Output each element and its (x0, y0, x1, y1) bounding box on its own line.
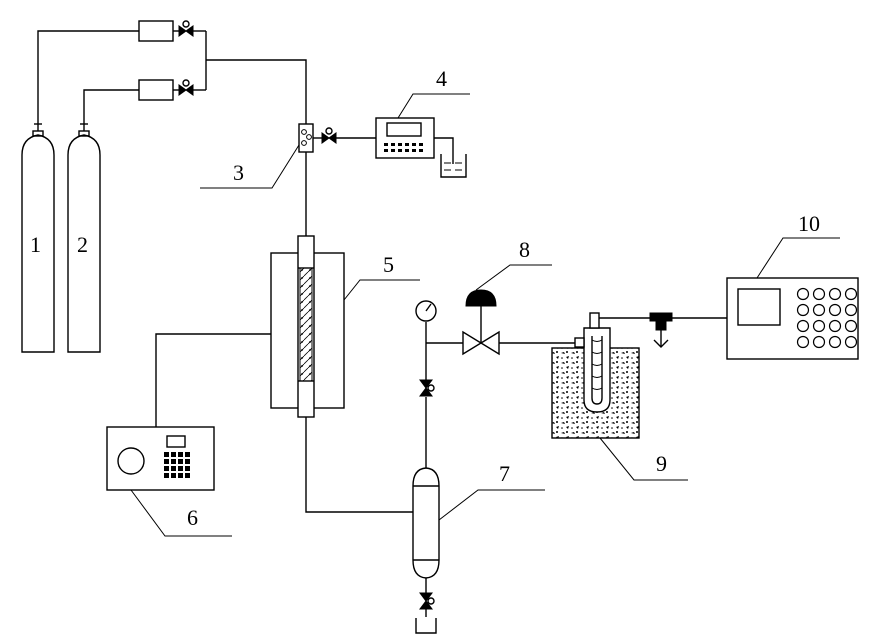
mixer-leader-line (200, 144, 300, 189)
mixer-label: 3 (233, 160, 244, 185)
merged-gas-line (205, 31, 307, 124)
gas-liquid-separator (412, 467, 440, 579)
separator-leader-line (438, 489, 545, 521)
reactor-label: 5 (383, 252, 394, 277)
pump-leader-line (397, 93, 470, 119)
controller-leader-line (130, 489, 232, 537)
separator-drain (415, 578, 437, 634)
reactor-leader-line (343, 279, 420, 301)
controller-signal-line (155, 333, 271, 427)
cold-trap (551, 312, 650, 439)
valve-label: 8 (519, 237, 530, 262)
separator-label: 7 (499, 461, 510, 486)
mass-flow-controller-1 (138, 20, 206, 42)
vent-tee (649, 312, 727, 348)
liquid-reservoir (434, 137, 467, 178)
cylinder-1-label: 1 (30, 232, 41, 257)
pump-label: 4 (436, 66, 447, 91)
separator-gas-outlet (419, 322, 435, 468)
temperature-controller (106, 426, 215, 491)
trap-leader-line (599, 437, 688, 481)
mass-flow-controller-2 (138, 79, 206, 101)
pressure-gauge (415, 300, 437, 322)
gas-supply-lines (37, 30, 139, 124)
gc-label: 10 (798, 211, 820, 236)
mixer (298, 123, 314, 236)
cylinder-2-label: 2 (77, 232, 88, 257)
gc-leader-line (756, 237, 840, 279)
gas-chromatograph (726, 277, 859, 360)
gas-cylinder-2 (67, 123, 101, 353)
valve-leader-line (475, 264, 552, 291)
fixed-bed-reactor (270, 235, 345, 418)
controller-label: 6 (187, 505, 198, 530)
liquid-feed-line (313, 127, 376, 144)
reactor-outlet-line (305, 417, 413, 513)
back-pressure-valve (462, 289, 500, 356)
feed-pump (375, 117, 435, 159)
gas-cylinder-1 (21, 123, 55, 353)
trap-label: 9 (656, 451, 667, 476)
